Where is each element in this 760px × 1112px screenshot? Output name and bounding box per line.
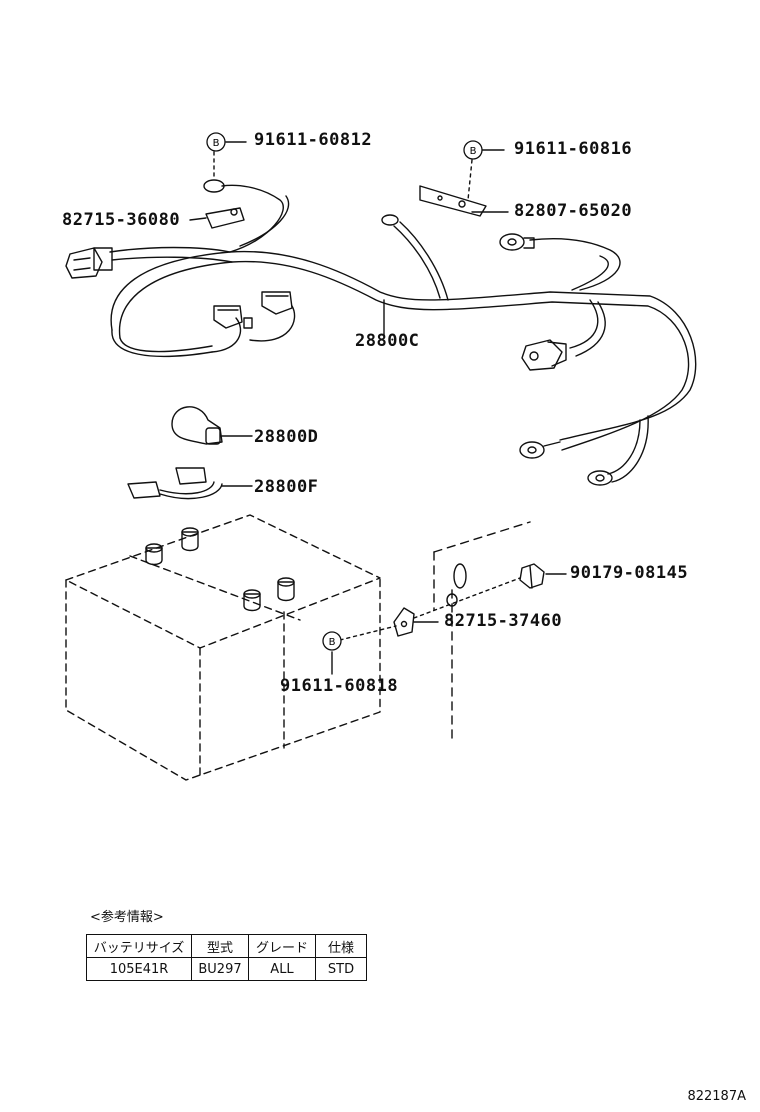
label-28800f: 28800F	[254, 477, 319, 497]
info-data-row: 105E41R BU297 ALL STD	[86, 957, 367, 981]
dashed-leaders	[213, 151, 521, 641]
info-header-size: バッテリサイズ	[86, 934, 192, 958]
bracket-82715-37460	[393, 607, 415, 637]
leader-lines	[189, 141, 567, 675]
panel-hole-lower	[446, 593, 458, 607]
info-value-model: BU297	[191, 957, 249, 981]
wire-harness-28800c	[109, 184, 697, 483]
svg-text:B: B	[329, 637, 336, 648]
plug-connector-left	[65, 247, 113, 279]
label-91611-60818: 91611-60818	[280, 676, 399, 696]
clamp-pair	[211, 291, 296, 353]
panel-hole	[453, 563, 467, 589]
info-header-model: 型式	[191, 934, 249, 958]
bolt-symbol-91611-60816: B	[463, 140, 483, 160]
plug-connector-right	[521, 339, 567, 371]
label-82715-36080: 82715-36080	[62, 210, 181, 230]
illustration-id: 822187A	[687, 1089, 746, 1104]
info-value-size: 105E41R	[86, 957, 192, 981]
info-value-spec: STD	[315, 957, 367, 981]
label-91611-60812: 91611-60812	[254, 130, 373, 150]
info-value-grade: ALL	[248, 957, 316, 981]
info-header-spec: 仕様	[315, 934, 367, 958]
label-91611-60816: 91611-60816	[514, 139, 633, 159]
short-cable-28800f	[127, 467, 253, 500]
nut-90179-08145	[519, 563, 545, 589]
battery-posts	[145, 527, 295, 612]
ring-terminal-center	[381, 214, 399, 226]
info-header-row: バッテリサイズ 型式 グレード 仕様	[86, 934, 367, 958]
terminal-cover-28800d	[171, 406, 253, 445]
bracket-82715-36080	[203, 179, 245, 229]
label-28800d: 28800D	[254, 427, 319, 447]
label-82807-65020: 82807-65020	[514, 201, 633, 221]
label-28800c: 28800C	[355, 331, 420, 351]
label-90179-08145: 90179-08145	[570, 563, 689, 583]
bolt-symbol-91611-60818: B	[322, 631, 342, 651]
info-header-grade: グレード	[248, 934, 316, 958]
bracket-82807-65020	[419, 185, 487, 217]
ring-terminal-lower	[519, 441, 613, 486]
label-82715-37460: 82715-37460	[444, 611, 563, 631]
bolt-symbol-91611-60812: B	[206, 132, 226, 152]
ring-terminal-upper-right	[499, 233, 535, 251]
battery	[65, 514, 381, 781]
info-title: <参考情報>	[90, 910, 164, 925]
svg-text:B: B	[213, 138, 220, 149]
svg-text:B: B	[470, 146, 477, 157]
info-table: バッテリサイズ 型式 グレード 仕様 105E41R BU297 ALL STD	[86, 934, 367, 981]
body-panel	[433, 521, 531, 743]
